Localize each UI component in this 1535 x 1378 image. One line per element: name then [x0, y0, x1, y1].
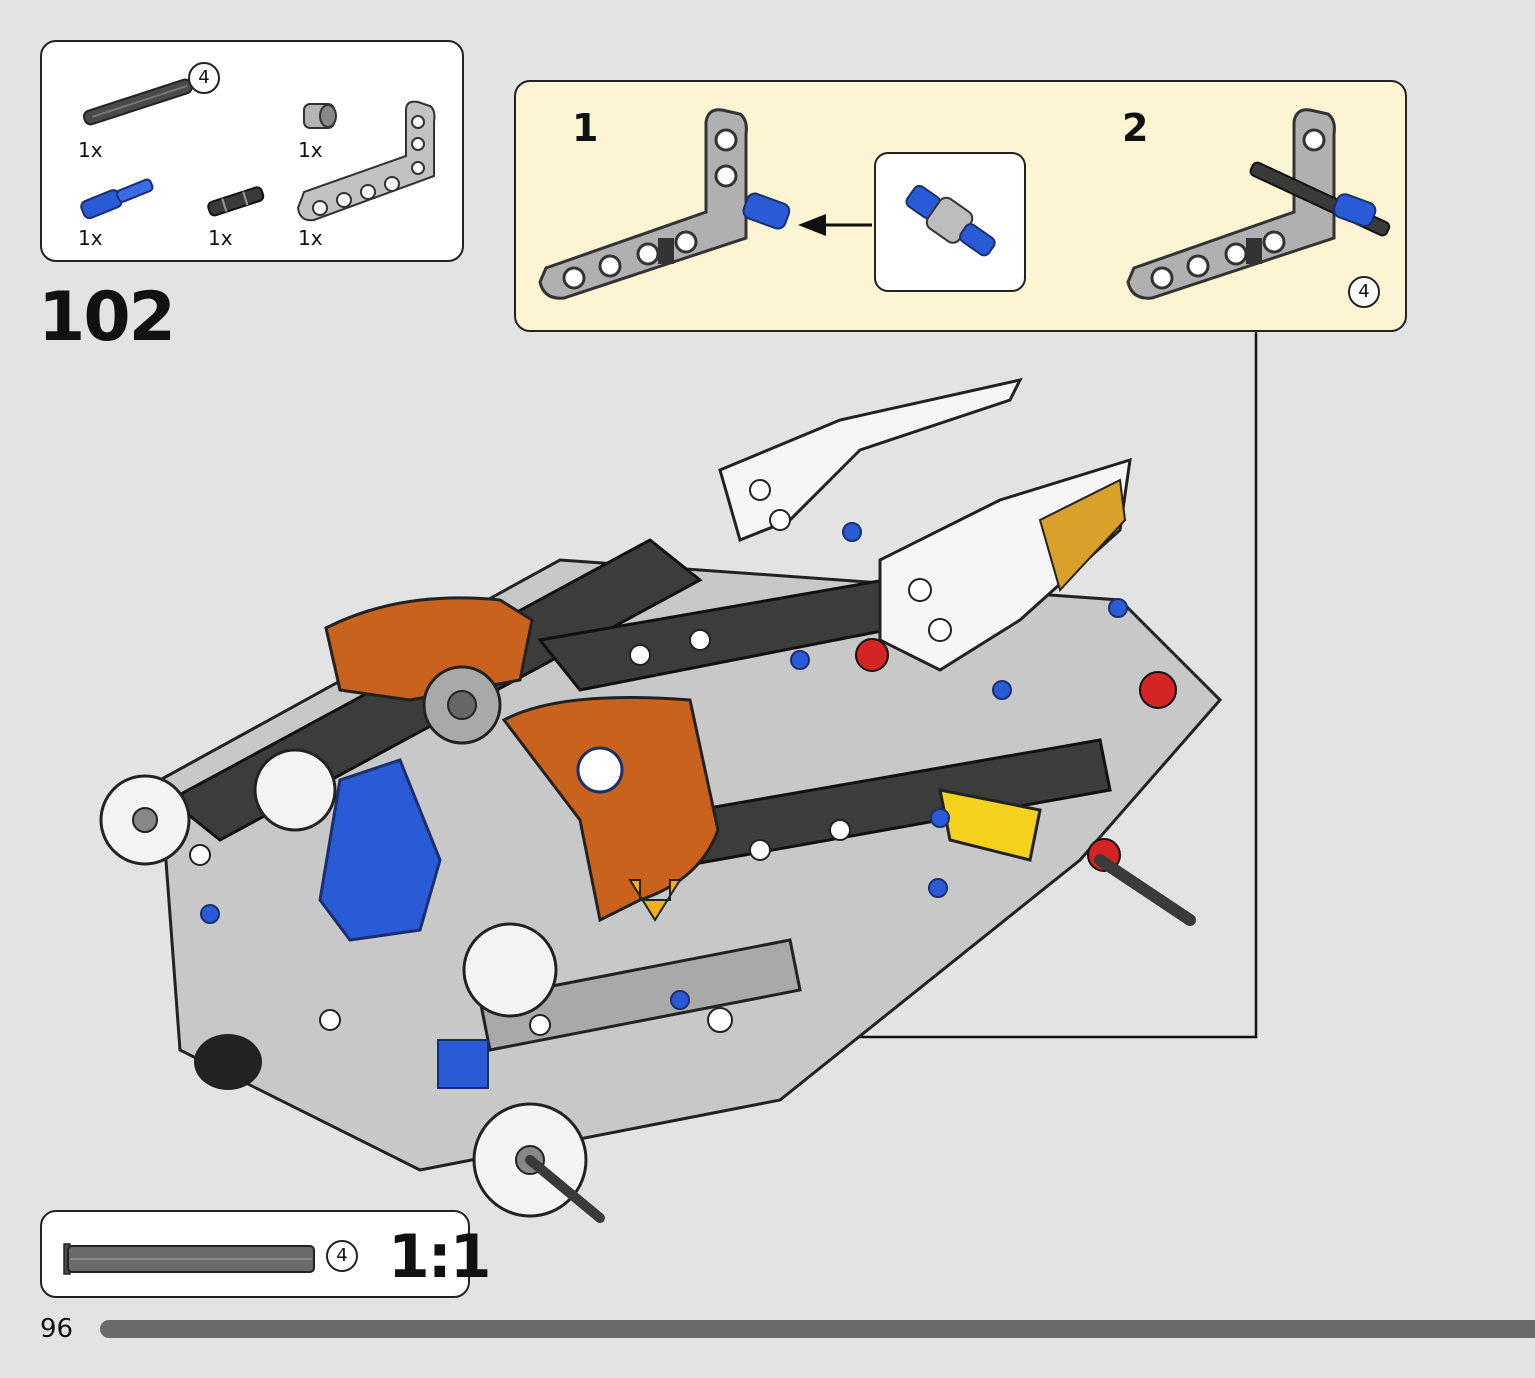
sub-step-2-number: 2: [1122, 106, 1149, 150]
light-gray-bush-icon: [303, 103, 337, 129]
parts-list-box: 4 1x 1x 1x 1x 1x: [40, 40, 464, 262]
blue-pin-quantity: 1x: [78, 226, 103, 250]
axle-quantity: 1x: [78, 138, 103, 162]
black-pin-icon: [207, 186, 265, 217]
page-number: 96: [40, 1314, 74, 1344]
page-progress-bar: [100, 1320, 1535, 1338]
black-pin-quantity: 1x: [208, 226, 233, 250]
sub-step-1-l-beam-illustration: [538, 108, 791, 300]
axle-scale-icon: [63, 1243, 315, 1275]
bush-quantity: 1x: [298, 138, 323, 162]
light-gray-L-beam-icon: [296, 100, 436, 222]
axle-length-callout: 4: [188, 62, 220, 94]
scale-ratio: 1:1: [388, 1222, 491, 1292]
blue-axle-pin-icon: [80, 178, 154, 220]
sub-step-1-part-callout: [874, 152, 1026, 292]
blue-axle-pin-with-bush-icon: [905, 184, 996, 257]
scale-axle-callout: 4: [326, 1240, 358, 1272]
sub-step-2-axle-callout: 4: [1348, 276, 1380, 308]
scale-box: 4 1:1: [40, 1210, 491, 1298]
step-number: 102: [38, 278, 176, 357]
sub-step-2-l-beam-illustration: [1126, 108, 1391, 300]
L-beam-quantity: 1x: [298, 226, 323, 250]
callout-leader-line: [770, 332, 1258, 1039]
sub-step-1-number: 1: [572, 106, 599, 150]
insert-arrow-icon: [798, 214, 872, 236]
sub-assembly-box: 1 2: [514, 80, 1407, 332]
